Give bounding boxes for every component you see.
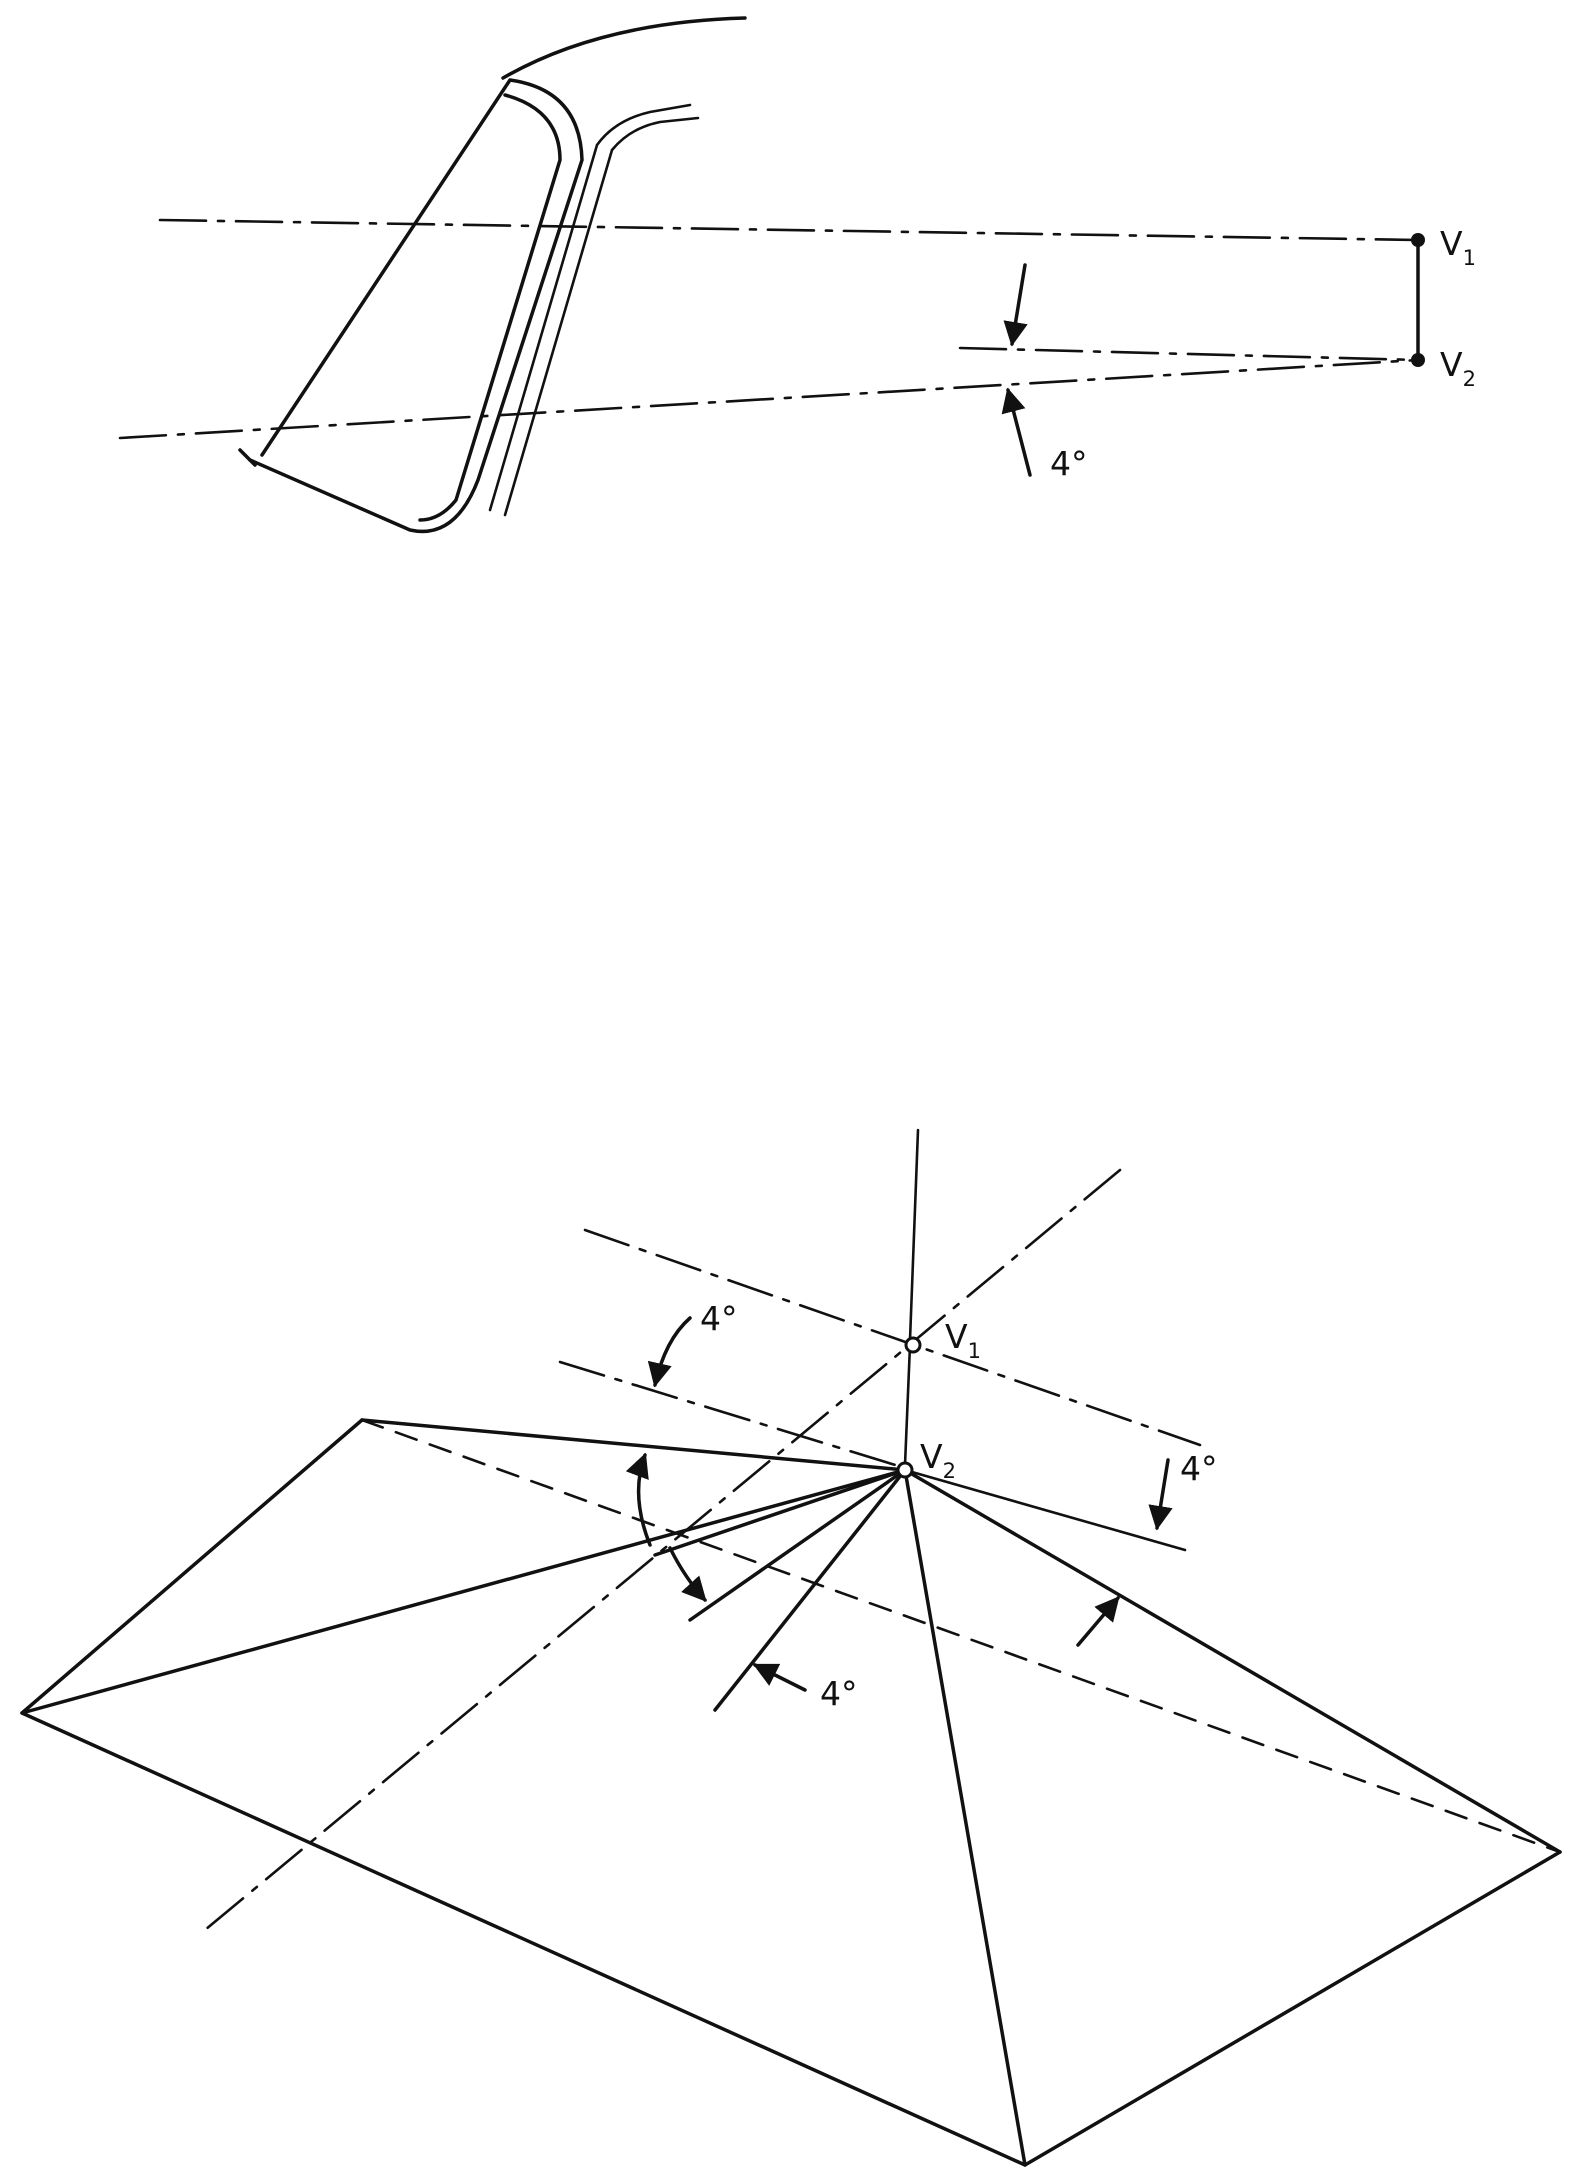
label-v1-bottom: V1 — [945, 1317, 981, 1363]
pillar-rail-1 — [488, 103, 692, 512]
label-angle-upper-left: 4° — [700, 1299, 738, 1338]
angle-arrow-right — [1148, 1458, 1173, 1531]
ridge-front — [903, 1468, 1027, 2167]
angle-arrow-dashed — [1076, 1596, 1120, 1647]
roof-curve — [501, 16, 747, 80]
angle-arc-left-up — [625, 1452, 652, 1547]
figure-side-view: V1 V2 4° — [118, 16, 1476, 534]
point-v1-bottom — [904, 1336, 922, 1354]
pillar-rail-2 — [503, 116, 700, 517]
sight-line-v1 — [158, 218, 1420, 242]
label-v2-top: V2 — [1440, 345, 1476, 391]
label-v2-bottom: V2 — [920, 1437, 956, 1483]
pillar-inner-line-1 — [418, 93, 562, 522]
angle-arrow-upper — [1003, 263, 1028, 347]
label-angle-right: 4° — [1180, 1449, 1218, 1488]
point-v2-bottom — [896, 1461, 914, 1479]
vertical-axis — [908, 1128, 920, 1342]
sight-line-v2-lower — [118, 358, 1420, 440]
ridge-front-left — [20, 1468, 907, 1715]
label-angle-lower: 4° — [820, 1674, 858, 1713]
fan-line-1 — [688, 1468, 907, 1622]
sight-line-v2-upper-left — [558, 1360, 907, 1470]
label-angle-top: 4° — [1050, 444, 1088, 483]
hidden-back-edge — [360, 1418, 1562, 1854]
sight-line-v2-right — [903, 1468, 1187, 1552]
figure-perspective-view: V1 V2 4° 4° 4° — [20, 1128, 1562, 2167]
base-outline — [20, 1418, 1562, 2167]
fan-line-3 — [653, 1468, 907, 1557]
point-v1-top — [1411, 233, 1425, 247]
angle-arrow-lower — [1001, 387, 1032, 477]
fan-line-2 — [713, 1468, 907, 1712]
sight-line-v1-bottom — [583, 1228, 1202, 1447]
angle-arrow-lower — [752, 1663, 807, 1692]
ridge-right — [903, 1468, 1562, 1854]
ridge-back-left — [360, 1418, 907, 1472]
angle-arrow-upper-left — [647, 1316, 692, 1388]
label-v1-top: V1 — [1440, 224, 1476, 270]
sill-bar — [238, 448, 257, 467]
pillar-outline — [248, 78, 584, 534]
point-v2-top — [1411, 353, 1425, 367]
sight-line-v2-upper — [958, 346, 1420, 362]
diagonal-axis — [203, 1168, 1122, 1932]
angle-arc-left-down — [668, 1546, 707, 1602]
v1-v2-link-bottom — [903, 1343, 912, 1467]
